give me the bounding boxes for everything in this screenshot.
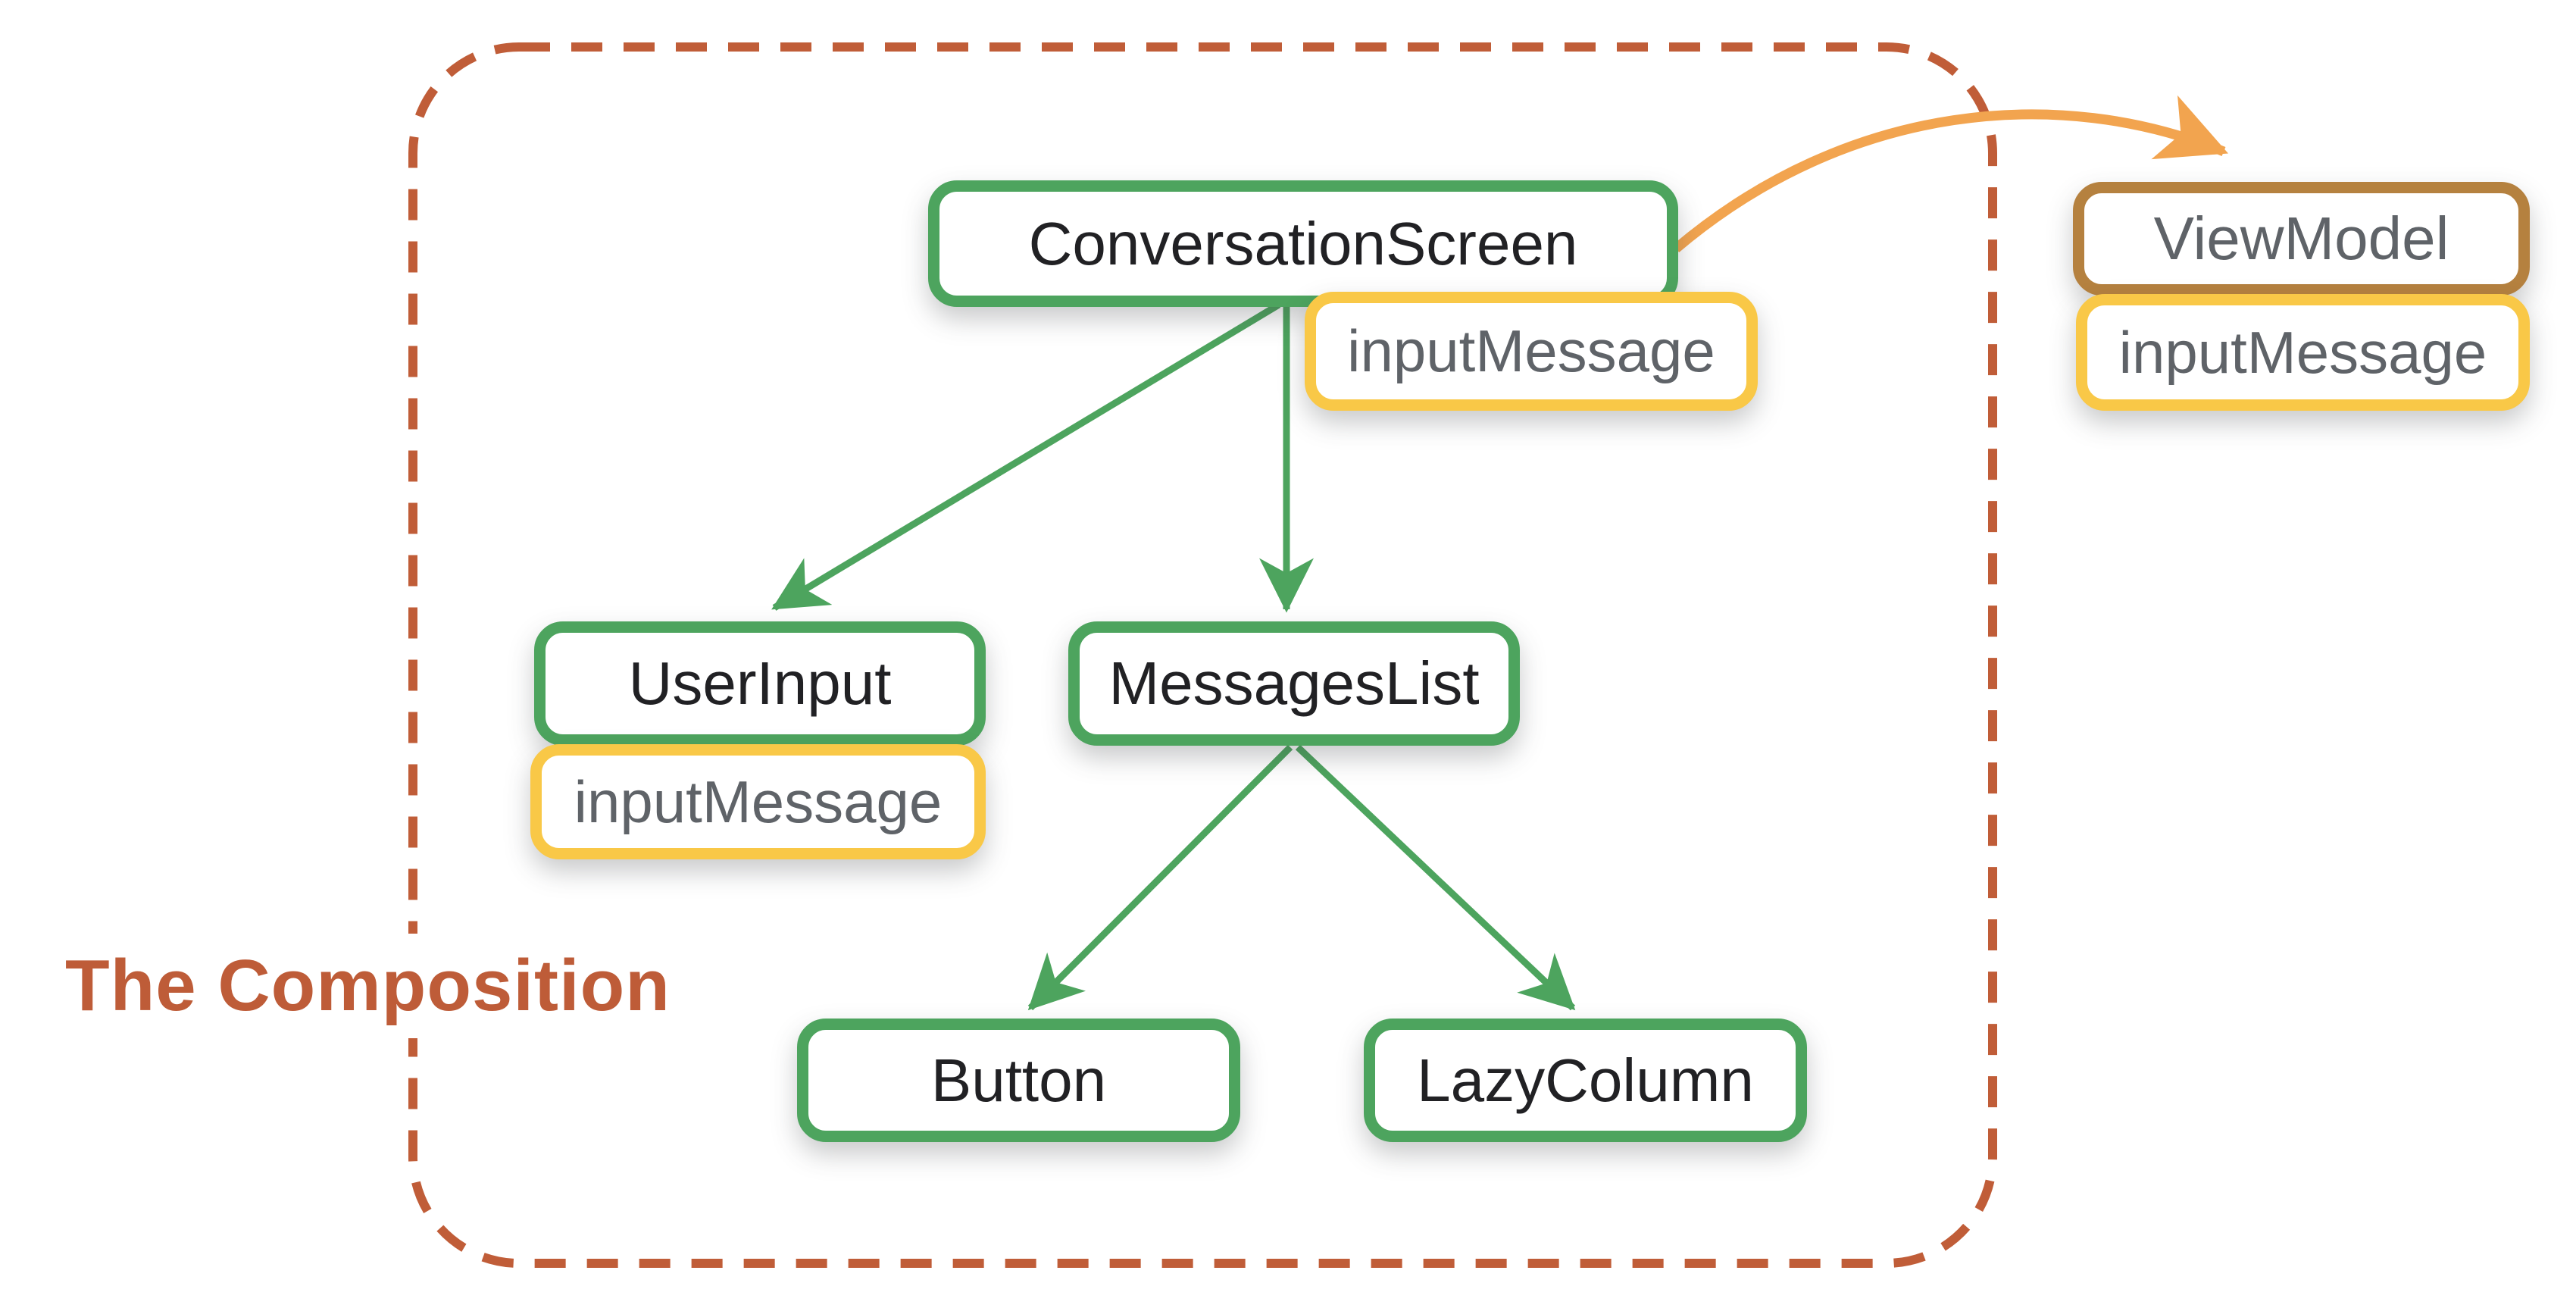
node-view-model: ViewModel xyxy=(2073,182,2530,296)
node-view-model-label: ViewModel xyxy=(2153,205,2449,272)
edge-messageslist-button xyxy=(1027,744,1293,1011)
node-user-input: UserInput xyxy=(534,621,986,746)
state-input-message-label: inputMessage xyxy=(2118,318,2487,386)
composition-title: The Composition xyxy=(47,934,689,1038)
state-input-message-view-model: inputMessage xyxy=(2076,294,2530,411)
state-input-message-conversation-screen: inputMessage xyxy=(1305,292,1758,411)
node-lazy-column-label: LazyColumn xyxy=(1417,1046,1754,1114)
node-button: Button xyxy=(797,1019,1240,1142)
state-input-message-label: inputMessage xyxy=(574,768,943,835)
node-conversation-screen: ConversationScreen xyxy=(928,180,1678,307)
edge-conversationscreen-viewmodel xyxy=(1672,95,2229,252)
node-user-input-label: UserInput xyxy=(628,649,892,717)
node-lazy-column: LazyColumn xyxy=(1364,1019,1807,1142)
edge-messageslist-lazycolumn xyxy=(1295,744,1576,1011)
node-messages-list-label: MessagesList xyxy=(1108,649,1480,717)
state-input-message-user-input: inputMessage xyxy=(530,744,986,859)
state-input-message-label: inputMessage xyxy=(1347,318,1715,384)
node-conversation-screen-label: ConversationScreen xyxy=(1028,209,1578,277)
node-button-label: Button xyxy=(930,1046,1107,1114)
node-messages-list: MessagesList xyxy=(1068,621,1520,746)
composition-boundary xyxy=(408,42,1997,1268)
edge-conversationscreen-userinput xyxy=(771,302,1281,611)
